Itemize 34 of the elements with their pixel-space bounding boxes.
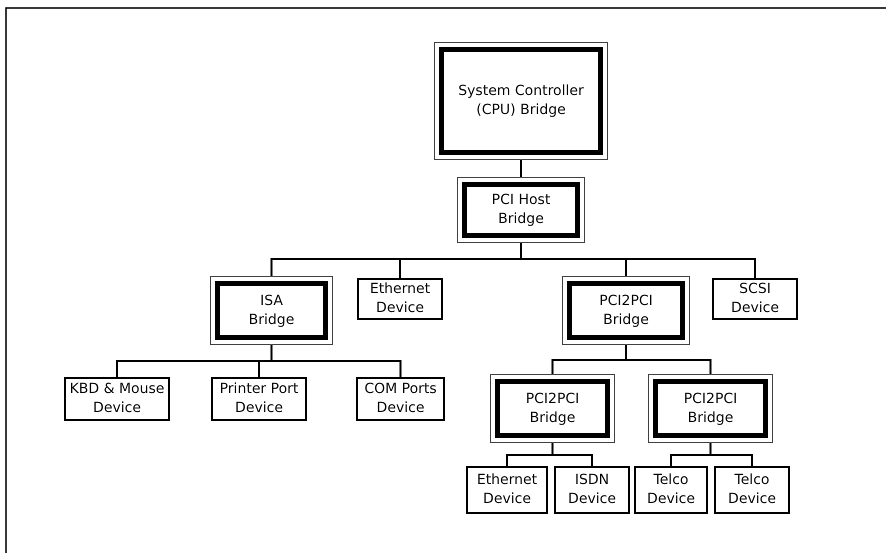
node-label: PCI2PCI Bridge bbox=[524, 390, 580, 428]
node-label: PCI2PCI Bridge bbox=[598, 292, 654, 330]
connector-line bbox=[552, 443, 593, 466]
device-box bbox=[356, 377, 445, 421]
connector-line bbox=[710, 443, 753, 466]
node-label: Printer Port Device bbox=[218, 380, 300, 418]
device-box bbox=[634, 466, 708, 514]
bridge-box bbox=[210, 276, 333, 345]
connector-line bbox=[270, 345, 402, 377]
device-box bbox=[554, 466, 630, 514]
node-label: Telco Device bbox=[727, 471, 777, 509]
device-box bbox=[714, 466, 790, 514]
node-label: PCI Host Bridge bbox=[490, 191, 552, 229]
device-box bbox=[357, 278, 443, 320]
node-label: Ethernet Device bbox=[476, 471, 538, 509]
node-label: System Controller (CPU) Bridge bbox=[457, 82, 585, 120]
connector-line bbox=[625, 345, 712, 374]
connector-line bbox=[520, 160, 522, 177]
device-box bbox=[466, 466, 548, 514]
device-box bbox=[211, 377, 307, 421]
node-label: PCI2PCI Bridge bbox=[682, 390, 738, 428]
bridge-box bbox=[490, 374, 615, 443]
node-label: COM Ports Device bbox=[363, 380, 438, 418]
node-label: Ethernet Device bbox=[368, 280, 432, 318]
node-label: ISDN Device bbox=[567, 471, 617, 509]
node-label: KBD & Mouse Device bbox=[68, 380, 166, 418]
bridge-box bbox=[434, 42, 608, 160]
bridge-box bbox=[648, 374, 773, 443]
node-label: ISA Bridge bbox=[248, 292, 296, 330]
bridge-box bbox=[457, 177, 585, 243]
bridge-box bbox=[562, 276, 690, 345]
node-label: Telco Device bbox=[646, 471, 696, 509]
device-box bbox=[712, 278, 798, 320]
node-label: SCSI Device bbox=[730, 280, 780, 318]
